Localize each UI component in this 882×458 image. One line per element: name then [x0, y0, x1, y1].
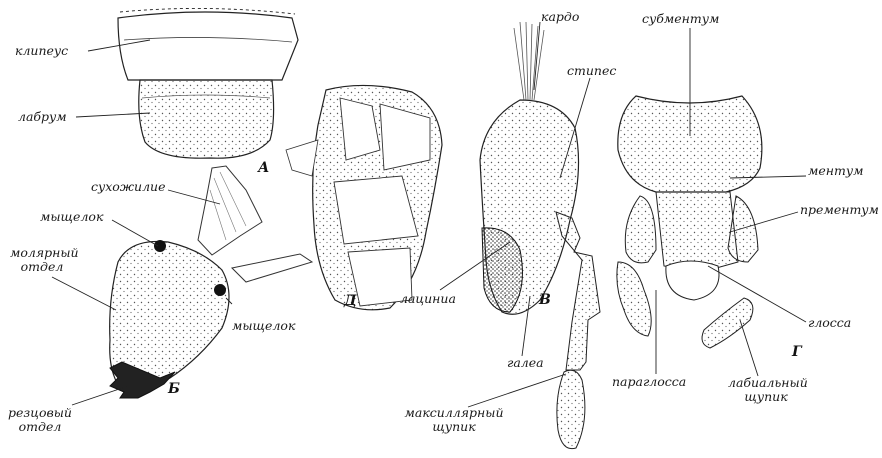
- figure-g-labium: [617, 96, 762, 348]
- label-incisor: резцовый отдел: [8, 406, 72, 434]
- label-condyle-top: мыщелок: [40, 210, 103, 224]
- label-condyle-right: мыщелок: [232, 319, 295, 333]
- panel-label-v: В: [539, 292, 551, 308]
- figure-a-clypeus-labrum: [118, 8, 298, 158]
- label-mentum: ментум: [808, 164, 863, 178]
- clypeus-shape: [118, 12, 298, 80]
- label-cardo: кардо: [541, 10, 579, 24]
- label-stipes: стипес: [567, 64, 616, 78]
- label-submentum: субментум: [642, 12, 719, 26]
- label-clypeus: клипеус: [15, 44, 68, 58]
- label-paraglossa: параглосса: [612, 375, 686, 389]
- figure-v-maxilla: [480, 22, 600, 449]
- panel-label-a: А: [258, 160, 269, 176]
- label-glossa: глосса: [808, 316, 851, 330]
- tendon-shape: [198, 166, 262, 255]
- label-prementum: прементум: [800, 203, 879, 217]
- panel-label-d: Д: [344, 293, 356, 309]
- label-tendon: сухожилие: [91, 180, 166, 194]
- label-galea: галеа: [507, 356, 544, 370]
- panel-label-b: Б: [168, 381, 180, 397]
- label-maxillary-palp: максиллярный щупик: [404, 406, 504, 434]
- label-lacinia: лациниа: [400, 292, 456, 306]
- labrum-shape: [139, 80, 274, 158]
- figure-d-head: [286, 85, 442, 309]
- figure-b-mandible: [110, 166, 312, 398]
- panel-label-g: Г: [792, 344, 802, 360]
- label-molar: молярный отдел: [10, 246, 74, 274]
- label-labial-palp: лабиальный щупик: [728, 376, 804, 404]
- label-labrum: лабрум: [18, 110, 67, 124]
